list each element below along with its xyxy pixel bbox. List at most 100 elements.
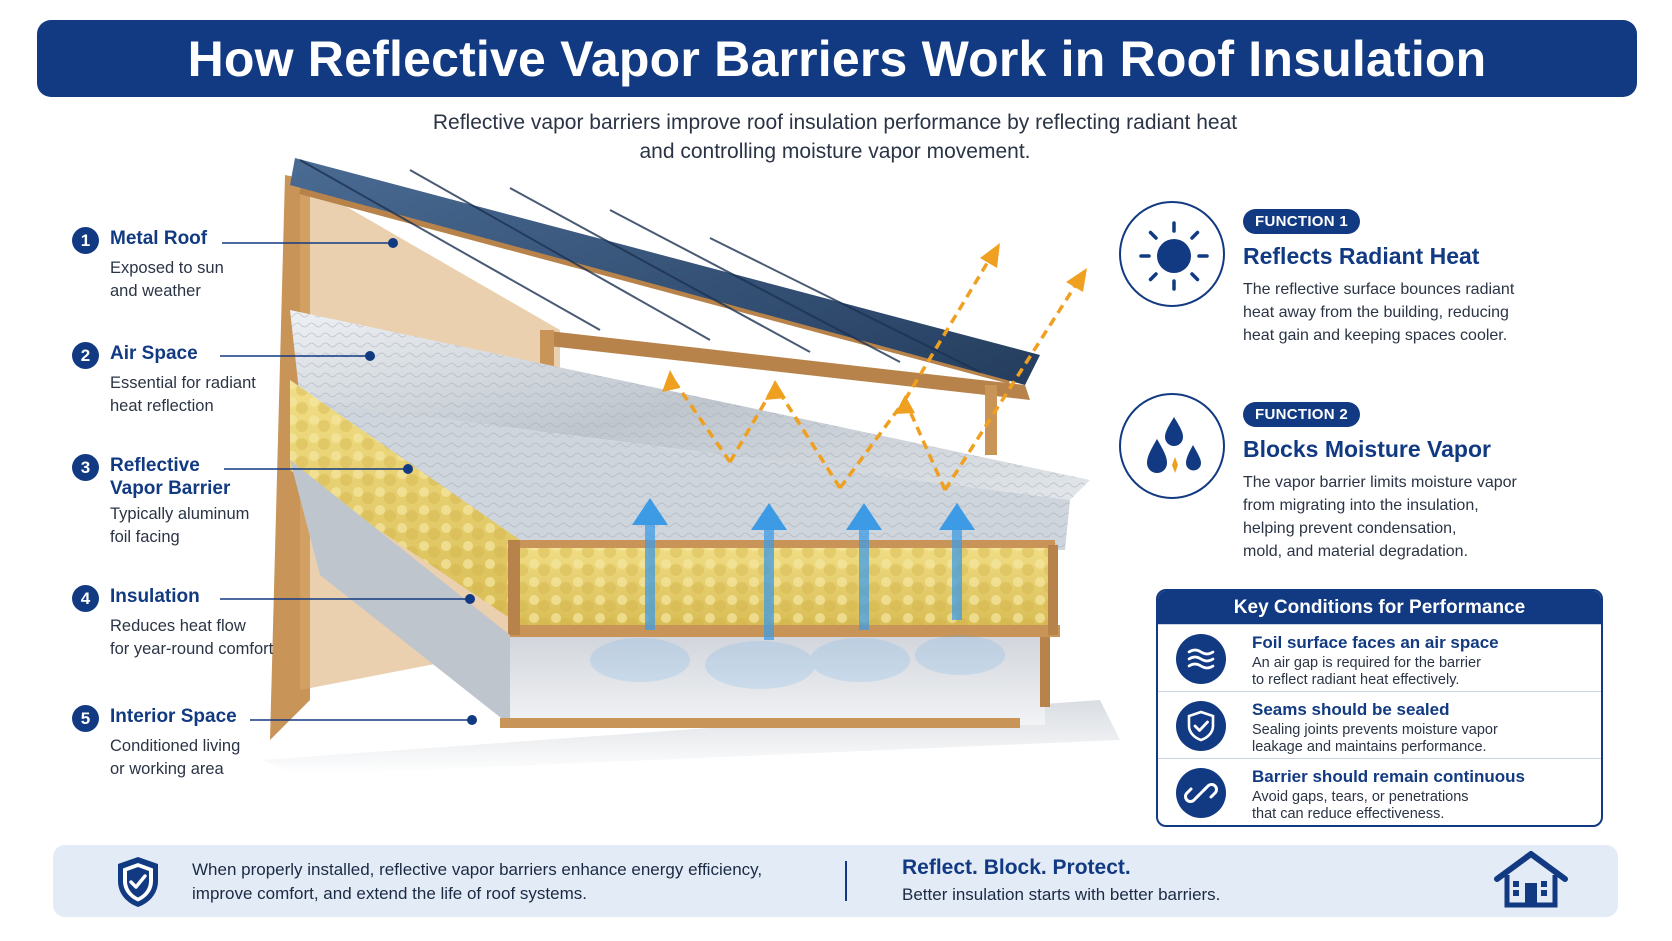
- layer-label-insulation: 4 Insulation Reduces heat flow for year-…: [72, 585, 312, 661]
- heat-arrow-zigzag-3: [773, 384, 842, 489]
- function-2-icon-circle: [1119, 393, 1225, 499]
- layer-label-interior-space: 5 Interior Space Conditioned living or w…: [72, 705, 312, 781]
- layer-desc-line-1: Exposed to sun: [110, 259, 224, 277]
- interior-frame-bottom: [500, 718, 1020, 728]
- function-1-desc-line-1: The reflective surface bounces radiant: [1243, 281, 1515, 298]
- layer-title: Metal Roof: [110, 228, 208, 249]
- layer-desc: Reduces heat flow for year-round comfort: [110, 615, 312, 661]
- subtitle: Reflective vapor barriers improve roof i…: [360, 108, 1310, 166]
- interior-frame-right: [1040, 637, 1050, 707]
- condition-title: Barrier should remain continuous: [1252, 767, 1525, 786]
- insulation-frame-top: [515, 540, 1055, 548]
- leader-dots: [365, 238, 477, 725]
- layer-desc-line-1: Reduces heat flow: [110, 617, 246, 635]
- subtitle-line-2: and controlling moisture vapor movement.: [639, 140, 1031, 163]
- interior-ceiling-panel: [290, 460, 510, 725]
- roof-edge: [540, 330, 1030, 400]
- condition-desc: Avoid gaps, tears, or penetrations that …: [1252, 789, 1592, 823]
- layer-desc-line-2: foil facing: [110, 528, 180, 546]
- insulation-frame-right: [1048, 545, 1058, 635]
- insulation-side-texture: [290, 380, 520, 625]
- air-flow-icon: [1176, 634, 1226, 684]
- layer-title: Air Space: [110, 343, 198, 364]
- condition-row-continuous: Barrier should remain continuous Avoid g…: [1158, 758, 1601, 825]
- condition-desc-line-2: leakage and maintains performance.: [1252, 739, 1487, 755]
- heat-arrow-zigzag: [668, 374, 732, 463]
- condition-desc: An air gap is required for the barrier t…: [1252, 655, 1592, 689]
- shield-check-icon: [118, 857, 158, 907]
- function-2-desc-line-3: helping prevent condensation,: [1243, 520, 1457, 537]
- layer-desc-line-2: for year-round comfort: [110, 640, 274, 658]
- function-2: FUNCTION 2 Blocks Moisture Vapor The vap…: [1243, 402, 1563, 563]
- heat-arrow-up-2: [943, 274, 1084, 491]
- function-1-desc-line-2: heat away from the building, reducing: [1243, 304, 1509, 321]
- house-icon: [1494, 851, 1568, 908]
- layer-number: 4: [72, 585, 99, 612]
- condition-desc-line-1: Sealing joints prevents moisture vapor: [1252, 722, 1498, 738]
- layer-desc-line-1: Essential for radiant: [110, 374, 256, 392]
- layer-number: 5: [72, 705, 99, 732]
- layer-desc: Exposed to sun and weather: [110, 257, 312, 303]
- layer-label-air-space: 2 Air Space Essential for radiant heat r…: [72, 342, 312, 418]
- reflective-foil-texture: [290, 310, 1090, 500]
- footer-tagline: Reflect. Block. Protect.: [902, 856, 1131, 879]
- function-1-badge: FUNCTION 1: [1243, 209, 1360, 234]
- layer-label-metal-roof: 1 Metal Roof Exposed to sun and weather: [72, 227, 312, 303]
- page-title: How Reflective Vapor Barriers Work in Ro…: [187, 30, 1487, 87]
- function-1-desc: The reflective surface bounces radiant h…: [1243, 278, 1563, 347]
- leader-lines: [220, 242, 472, 721]
- condition-desc: Sealing joints prevents moisture vapor l…: [1252, 722, 1592, 756]
- vapor-arrow-4: [939, 503, 975, 620]
- interior-space: [510, 637, 1045, 725]
- heat-arrow-zigzag-5: [903, 399, 947, 491]
- heat-arrow-zigzag-4: [838, 398, 907, 490]
- vapor-arrows: [632, 498, 975, 640]
- condition-row-air-space: Foil surface faces an air space An air g…: [1158, 624, 1601, 691]
- footer-tagline-sub: Better insulation starts with better bar…: [902, 885, 1221, 904]
- layer-number: 2: [72, 342, 99, 369]
- function-2-desc-line-2: from migrating into the insulation,: [1243, 497, 1479, 514]
- metal-roof: [290, 158, 1040, 385]
- layer-title: Insulation: [110, 586, 200, 607]
- function-1-icon-circle: [1119, 201, 1225, 307]
- footer-message-line-2: improve comfort, and extend the life of …: [192, 884, 587, 903]
- footer-message: When properly installed, reflective vapo…: [192, 858, 832, 906]
- foil-lower-texture: [300, 400, 1070, 550]
- function-2-desc: The vapor barrier limits moisture vapor …: [1243, 471, 1563, 563]
- subtitle-line-1: Reflective vapor barriers improve roof i…: [432, 111, 1238, 134]
- function-1-desc-line-3: heat gain and keeping spaces cooler.: [1243, 327, 1508, 344]
- condition-desc-line-1: Avoid gaps, tears, or penetrations: [1252, 789, 1469, 805]
- layer-title-line-1: Reflective: [110, 455, 200, 476]
- water-drops-icon: [1147, 417, 1201, 473]
- footer-message-line-1: When properly installed, reflective vapo…: [192, 860, 763, 879]
- radiant-heat-arrows: [668, 249, 1084, 491]
- insulation-frame-bottom: [510, 625, 1060, 637]
- shield-check-icon: [1176, 701, 1226, 751]
- key-conditions-heading: Key Conditions for Performance: [1158, 591, 1601, 624]
- layer-title: Reflective Vapor Barrier: [110, 454, 230, 500]
- vapor-haze: [590, 635, 1005, 689]
- layer-title: Interior Space: [110, 706, 237, 727]
- layer-desc-line-2: or working area: [110, 760, 224, 778]
- footer-divider: [845, 861, 847, 901]
- layer-desc-line-2: heat reflection: [110, 397, 214, 415]
- roof-ribs: [299, 159, 981, 373]
- key-conditions-panel: Key Conditions for Performance Foil surf…: [1156, 589, 1603, 827]
- layer-desc-line-2: and weather: [110, 282, 201, 300]
- title-bar: How Reflective Vapor Barriers Work in Ro…: [37, 20, 1637, 97]
- condition-desc-line-2: that can reduce effectiveness.: [1252, 806, 1445, 822]
- layer-desc-line-1: Typically aluminum: [110, 505, 250, 523]
- vapor-arrow-3: [846, 503, 882, 630]
- footer-banner: When properly installed, reflective vapo…: [53, 845, 1618, 917]
- layer-desc: Conditioned living or working area: [110, 735, 312, 781]
- insulation-texture: [520, 545, 1050, 625]
- layer-number: 3: [72, 454, 99, 481]
- function-2-title: Blocks Moisture Vapor: [1243, 436, 1491, 462]
- condition-title: Seams should be sealed: [1252, 700, 1450, 719]
- layer-label-reflective-vapor-barrier: 3 Reflective Vapor Barrier Typically alu…: [72, 454, 312, 549]
- layer-desc: Typically aluminum foil facing: [110, 503, 312, 549]
- condition-desc-line-2: to reflect radiant heat effectively.: [1252, 672, 1460, 688]
- function-2-desc-line-4: mold, and material degradation.: [1243, 543, 1469, 560]
- link-icon: [1176, 768, 1226, 818]
